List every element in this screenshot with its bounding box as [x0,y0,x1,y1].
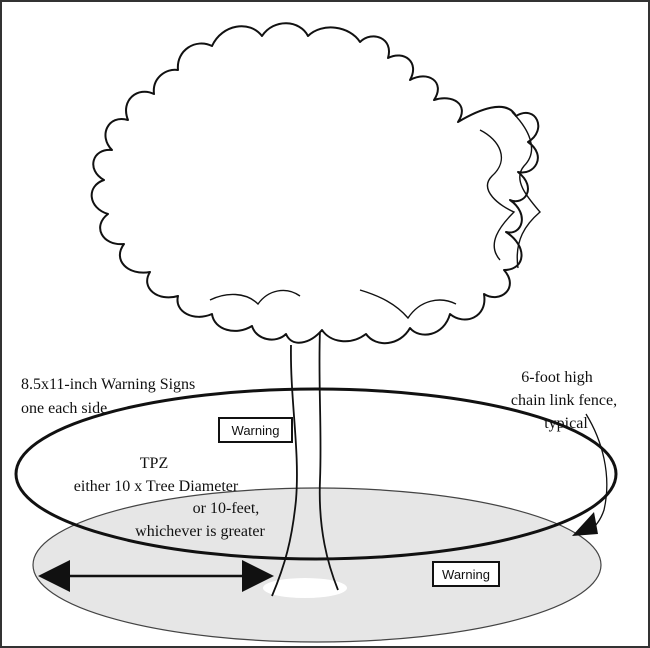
trunk-right-edge [318,329,339,591]
tpz-label-line2: either 10 x Tree Diameter [74,478,239,495]
trunk-left-edge [271,344,298,597]
canopy-detail-1 [479,129,516,261]
tpz-label-line3: or 10-feet, [193,500,260,517]
warning-signs-label-line1: 8.5x11-inch Warning Signs [21,376,195,393]
fence-label-line1: 6-foot high [521,369,593,386]
canopy-detail-2 [511,111,541,269]
trunk-base [263,578,347,598]
fence-ellipse [14,387,618,561]
fence-label-line2: chain link fence, [511,392,617,409]
warning-sign-front [218,417,293,443]
fence-arrow-icon [572,512,598,536]
canopy-detail-3 [359,289,457,320]
fence-leader-line [585,413,608,533]
warning-signs-label-line2: one each side [21,400,107,417]
tree-canopy [90,22,540,344]
warning-sign-front-label: Warning [232,423,280,438]
dimension-arrow-right-icon [242,560,274,592]
tpz-label-line4: whichever is greater [135,523,265,540]
dimension-arrow-left-icon [38,560,70,592]
fence-label-line3: typical [544,415,588,432]
warning-sign-back-label: Warning [442,567,490,582]
warning-sign-back [432,561,500,587]
ground-ellipse [32,487,602,643]
canopy-detail-4 [209,289,301,306]
tpz-title: TPZ [140,455,168,472]
